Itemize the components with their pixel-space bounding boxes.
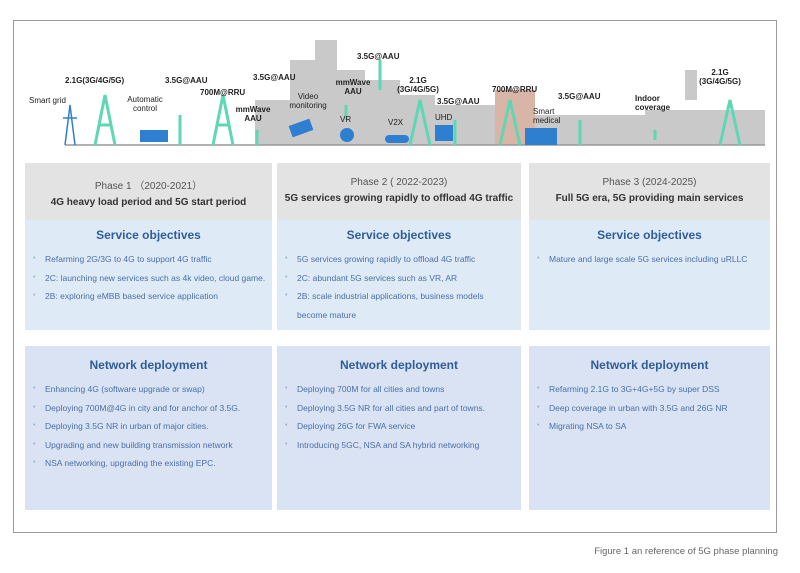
list-item: 2C: abundant 5G services such as VR, AR <box>283 269 515 288</box>
label-indoor-coverage: Indoor coverage <box>635 94 671 112</box>
label-smart-medical: Smart medical <box>533 107 561 125</box>
label-automatic-control: Automatic control <box>127 95 163 113</box>
label-2-1g: 2.1G(3G/4G/5G) <box>65 76 125 85</box>
label-3-5g-aau: 3.5G@AAU <box>253 73 296 82</box>
label-3-5g-aau: 3.5G@AAU <box>165 76 208 85</box>
label-v2x: V2X <box>388 118 404 127</box>
list-item: Migrating NSA to SA <box>535 417 764 436</box>
network-deployment-heading: Network deployment <box>89 358 208 372</box>
phase-title: 5G services growing rapidly to offload 4… <box>284 193 514 204</box>
label-smart-grid: Smart grid <box>29 96 66 105</box>
phase-2-column: Phase 2 ( 2022-2023) 5G services growing… <box>277 163 521 510</box>
list-item: 2B: exploring eMBB based service applica… <box>31 287 266 306</box>
skyline-graphic <box>63 40 765 146</box>
phase-period: Phase 2 ( 2022-2023) <box>350 177 448 188</box>
label-video-monitoring: Video monitoring <box>289 92 327 110</box>
label-700m-rru: 700M@RRU <box>492 85 538 94</box>
list-item: 2C: launching new services such as 4k vi… <box>31 269 266 288</box>
power-pylon-icon <box>63 104 77 146</box>
service-objectives-heading: Service objectives <box>597 228 702 242</box>
list-item: Deploying 3.5G NR in urban of major citi… <box>31 417 266 436</box>
tower-icons <box>93 60 742 146</box>
service-icons <box>140 118 557 145</box>
list-item: 5G services growing rapidly to offload 4… <box>283 250 515 269</box>
label-vr: VR <box>340 115 352 124</box>
label-700m-rru: 700M@RRU <box>200 88 246 97</box>
list-item: Deploying 26G for FWA service <box>283 417 515 436</box>
list-item: NSA networking, upgrading the existing E… <box>31 454 266 473</box>
figure-caption: Figure 1 an reference of 5G phase planni… <box>594 546 778 557</box>
list-item: Upgrading and new building transmission … <box>31 436 266 455</box>
label-uhd: UHD <box>435 113 453 122</box>
network-deployment-heading: Network deployment <box>590 358 709 372</box>
list-item: Enhancing 4G (software upgrade or swap) <box>31 380 266 399</box>
phase-period: Phase 3 (2024-2025) <box>602 177 697 188</box>
phase-header: Phase 1 （2020-2021） 4G heavy load period… <box>25 163 272 220</box>
list-item: Refarming 2.1G to 3G+4G+5G by super DSS <box>535 380 764 399</box>
phase-1-column: Phase 1 （2020-2021） 4G heavy load period… <box>25 163 272 510</box>
list-item: Mature and large scale 5G services inclu… <box>535 250 764 269</box>
service-objectives-panel: Service objectives Mature and large scal… <box>529 220 770 330</box>
figure-frame <box>13 20 777 533</box>
service-objectives-panel: Service objectives Refarming 2G/3G to 4G… <box>25 220 272 330</box>
service-objectives-heading: Service objectives <box>96 228 201 242</box>
label-3-5g-aau: 3.5G@AAU <box>437 97 480 106</box>
label-3-5g-aau: 3.5G@AAU <box>558 92 601 101</box>
list-item: Deep coverage in urban with 3.5G and 26G… <box>535 399 764 418</box>
network-deployment-heading: Network deployment <box>339 358 459 372</box>
list-item: Refarming 2G/3G to 4G to support 4G traf… <box>31 250 266 269</box>
label-3-5g-aau: 3.5G@AAU <box>357 52 400 61</box>
phase-3-column: Phase 3 (2024-2025) Full 5G era, 5G prov… <box>529 163 770 510</box>
label-mmwave-aau: mmWave AAU <box>235 105 271 123</box>
label-mmwave-aau: mmWave AAU <box>335 78 371 96</box>
phase-header: Phase 3 (2024-2025) Full 5G era, 5G prov… <box>529 163 770 220</box>
phase-header: Phase 2 ( 2022-2023) 5G services growing… <box>277 163 521 220</box>
phase-period: Phase 1 （2020-2021） <box>94 181 203 192</box>
list-item: Deploying 700M@4G in city and for anchor… <box>31 399 266 418</box>
service-objectives-heading: Service objectives <box>346 228 452 242</box>
list-item: Deploying 3.5G NR for all cities and par… <box>283 399 515 418</box>
phase-title: 4G heavy load period and 5G start period <box>50 197 247 208</box>
network-deployment-panel: Network deployment Deploying 700M for al… <box>277 346 521 510</box>
label-2-1g: 2.1G (3G/4G/5G) <box>397 76 439 94</box>
list-item: 2B: scale industrial applications, busin… <box>283 287 515 324</box>
label-2-1g: 2.1G (3G/4G/5G) <box>699 68 741 86</box>
network-deployment-panel: Network deployment Enhancing 4G (softwar… <box>25 346 272 510</box>
phase-title: Full 5G era, 5G providing main services <box>555 193 744 204</box>
network-scenario-illustration: Smart grid 2.1G(3G/4G/5G) Automatic cont… <box>25 30 770 150</box>
list-item: Introducing 5GC, NSA and SA hybrid netwo… <box>283 436 515 455</box>
network-deployment-panel: Network deployment Refarming 2.1G to 3G+… <box>529 346 770 510</box>
list-item: Deploying 700M for all cities and towns <box>283 380 515 399</box>
service-objectives-panel: Service objectives 5G services growing r… <box>277 220 521 330</box>
